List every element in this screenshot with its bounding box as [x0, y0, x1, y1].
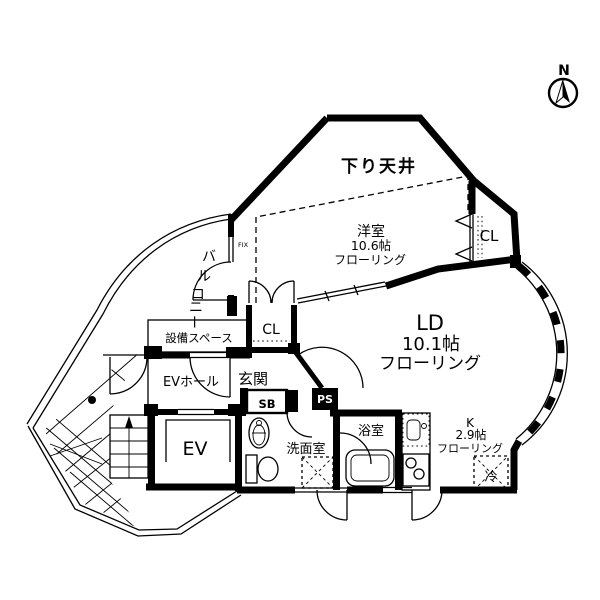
ld-curved-window-wall	[515, 261, 568, 446]
entrance-label: 玄関	[238, 370, 268, 388]
washroom-door-arc	[286, 411, 313, 438]
wall-block	[240, 388, 248, 414]
svg-text:バ: バ	[202, 249, 216, 265]
entrance-ld-wall	[291, 348, 325, 390]
closet-upper-label: CL	[480, 227, 499, 245]
fix-window	[228, 237, 234, 262]
bathroom-walls	[330, 409, 402, 490]
svg-text:ル: ル	[197, 269, 211, 285]
western-room-label: 洋室	[357, 223, 385, 240]
entrance-door	[189, 356, 231, 398]
living-dining-size: 10.1帖	[402, 334, 460, 355]
bottom-door-right	[411, 489, 443, 521]
balcony-label: バ ル コ ニ ー	[185, 249, 216, 329]
washbasin-icon	[248, 417, 270, 449]
kitchen-counter	[401, 412, 431, 491]
western-room-size: 10.6帖	[351, 238, 391, 253]
compass: N	[547, 63, 579, 109]
dropped-ceiling-boundary	[255, 175, 469, 303]
pipe-space-label: PS	[317, 393, 333, 406]
ev-hall-label: EVホール	[163, 375, 219, 390]
shoe-box-label: SB	[258, 397, 275, 411]
refrigerator-label: 冷	[484, 470, 497, 485]
kitchen-size: 2.9帖	[455, 427, 486, 442]
sliding-window	[296, 281, 387, 304]
bathroom-door-arc	[339, 432, 372, 465]
pipe-space-box	[312, 388, 338, 410]
wall-block	[285, 390, 298, 412]
elevator-label: EV	[182, 438, 207, 460]
dropped-ceiling-label: 下り天井	[341, 156, 417, 177]
elevator-car	[165, 419, 231, 462]
washroom-label: 洗面室	[286, 441, 325, 457]
balcony-door	[192, 261, 232, 301]
kitchen-label: K	[466, 416, 475, 430]
kitchen-floor: フローリング	[437, 441, 503, 455]
bottom-window	[383, 486, 412, 494]
closet-upper	[454, 213, 483, 262]
closet-lower-box	[246, 280, 300, 354]
western-room-floor: フローリング	[334, 253, 406, 267]
washer-space-icon	[301, 456, 334, 489]
sink-icon	[402, 413, 430, 447]
outer-walls	[227, 114, 523, 494]
bathroom-label: 浴室	[358, 423, 384, 439]
landing-door	[103, 354, 148, 395]
compass-needle-icon	[563, 80, 570, 103]
fix-window-label: FIX	[238, 241, 249, 249]
closet-lower-label: CL	[262, 322, 280, 338]
svg-text:ー: ー	[185, 315, 201, 329]
refrigerator-box	[473, 455, 509, 491]
bifold-door-icon	[454, 213, 473, 229]
stove-icon	[402, 453, 430, 487]
stairs-up-arrow	[125, 416, 133, 428]
living-dining-floor: フローリング	[379, 354, 481, 374]
svg-text:コ: コ	[191, 287, 205, 303]
staircase	[27, 351, 242, 537]
toilet-icon	[245, 454, 279, 484]
living-dining-label: LD	[416, 311, 444, 335]
equipment-space-label: 設備スペース	[165, 331, 233, 345]
bathtub-icon	[345, 449, 395, 487]
entrance-walls	[144, 346, 252, 359]
elevator-shaft	[144, 404, 246, 491]
stair-break-line	[49, 437, 103, 465]
balcony-boundary	[26, 213, 232, 429]
ld-door-arc	[297, 346, 364, 389]
svg-text:ニ: ニ	[189, 300, 203, 316]
compass-north-label: N	[558, 63, 570, 79]
bottom-door-left	[316, 489, 348, 521]
bifold-door-icon	[454, 246, 473, 262]
